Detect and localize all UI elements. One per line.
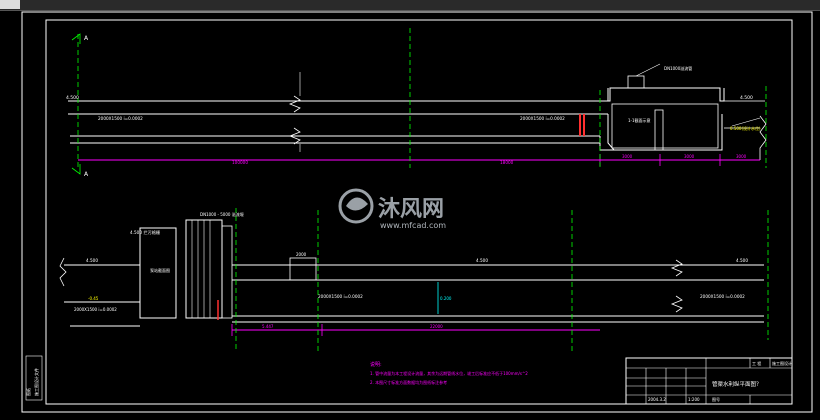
upper-section-mark-bottom: A: [84, 171, 89, 178]
lower-small-box-label: 2000: [296, 252, 307, 257]
notes-line-1: 1. 管中流量为本工程设计流量，其余为远期管线水位，竣工后标准应不低于100mm…: [370, 370, 528, 376]
notes-title: 说明:: [370, 361, 382, 368]
inner-drawing-frame: [45, 19, 793, 405]
project-cell: 工 程: [752, 360, 761, 366]
stage-cell: 施工图设计: [772, 360, 792, 366]
upper-box-dim-2: 3000: [684, 154, 695, 159]
lower-length-1: 5.447: [262, 324, 274, 329]
notes-line-2: 2. 本图尺寸标准方面数据均为图纸标注参考: [370, 379, 447, 385]
upper-length-mid: 18000: [500, 160, 514, 165]
upper-box-label: 1-1截面示意: [628, 117, 651, 123]
lower-level-mid: 4.500: [476, 258, 488, 263]
margin-stamp-line-2: 施工图设计文件: [33, 368, 39, 396]
watermark-logo: [338, 188, 374, 224]
lower-vertical-dim: 0.200: [440, 296, 452, 301]
lower-length-2: 22000: [430, 324, 443, 329]
toolbar-tab[interactable]: [0, 0, 20, 9]
lower-profile: [59, 208, 769, 352]
lower-left-level-b: -0.45: [88, 296, 99, 301]
watermark-brand: 沐风网: [378, 197, 444, 222]
lower-grille-label: DN1000 - 5000 溢流堰: [200, 211, 244, 217]
drawing-date: 2004.3.2: [648, 397, 666, 402]
margin-stamp-line-1: 图纸: [25, 388, 31, 396]
upper-section-mark-top: A: [84, 35, 89, 42]
lower-left-top-label: 4.500 拦污格栅: [130, 229, 160, 236]
lower-level-left: 4.500: [86, 258, 98, 263]
drawing-title: 管渠水利纵平面图？: [712, 380, 762, 388]
drawing-scale: 1:200: [688, 397, 700, 402]
upper-right-level: 4.500: [740, 95, 753, 101]
upper-length-total: 100000: [232, 160, 248, 165]
upper-left-level: 4.500: [66, 95, 79, 101]
drawing-sheet-label: 图号: [712, 396, 720, 402]
margin-stamp: [25, 355, 43, 401]
cad-toolbar-strip: [0, 0, 820, 11]
upper-pipe-label-left: 2000X1500 i=0.0002: [98, 116, 143, 121]
upper-pipe-label-right: 2000X1500 i=0.0002: [520, 116, 565, 121]
upper-box-dim-3: 3000: [736, 154, 747, 159]
lower-pipe-label-right: 2000X1500 i=0.0002: [700, 294, 745, 299]
upper-box-dim-1: 3000: [622, 154, 633, 159]
title-block: [625, 357, 793, 405]
upper-chamber-label: DN1000溢流管: [664, 65, 692, 71]
lower-level-right: 4.500: [736, 258, 748, 263]
lower-pipe-label-mid: 2000X1500 i=0.0002: [318, 294, 363, 299]
lower-structure-label: 泵站截面图: [150, 267, 170, 273]
upper-profile: [68, 28, 767, 175]
watermark-url: www.mfcad.com: [380, 221, 446, 230]
outer-sheet-frame: [21, 11, 813, 413]
upper-chamber-level: 0.500(设计水位): [730, 125, 761, 131]
lower-left-pipe-label: 2000X1500 i=0.0002: [74, 307, 117, 312]
